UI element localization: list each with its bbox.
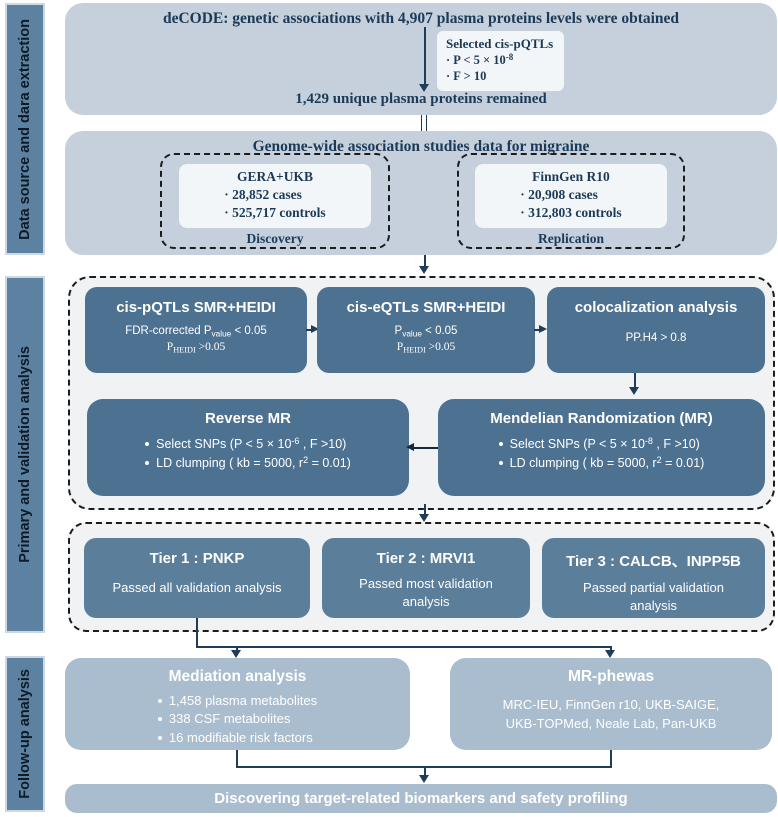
arrow-left-icon: [406, 443, 414, 451]
connector-line: [424, 27, 426, 85]
sidebar-section-data-source: Data source and dara extraction: [5, 3, 45, 255]
connector-line: [610, 750, 612, 767]
arrow-down-icon: [419, 775, 429, 783]
bullet-ld-clumping: LD clumping ( kb = 5000, r2 = 0.01): [498, 454, 704, 473]
box-title: Mendelian Randomization (MR): [490, 410, 713, 427]
arrow-down-icon: [419, 514, 429, 522]
arrow-down-icon: [419, 84, 429, 92]
box-title: Mediation analysis: [168, 668, 307, 685]
sidebar-section-primary-analysis: Primary and validation analysis: [5, 276, 45, 633]
tier-description: Passed most validation analysis: [359, 576, 493, 609]
bullet-dot: [157, 735, 162, 740]
pheidi-threshold: PHEIDI >0.05: [166, 341, 226, 355]
tier-title: Tier 3 : CALCB、INPP5B: [566, 553, 741, 570]
cohort-controls: · 312,803 controls: [520, 205, 622, 221]
cohort-controls: · 525,717 controls: [224, 205, 326, 221]
connector-line: [424, 504, 426, 516]
cohort-role-label: Replication: [538, 230, 604, 246]
bullet-csf-metabolites: 338 CSF metabolites: [157, 710, 317, 728]
tier2-box: Tier 2 : MRVI1 Passed most validation an…: [322, 538, 530, 618]
arrow-down-icon: [605, 650, 615, 658]
connector-line: [610, 646, 612, 651]
selected-cis-pqtls-note: Selected cis-pQTLs · P < 5 × 10-8 · F > …: [437, 31, 565, 91]
bullet-dot: [157, 699, 162, 703]
connector-line: [424, 766, 426, 776]
cis-eqtls-smr-heidi-box: cis-eQTLs SMR+HEIDI Pvalue < 0.05 PHEIDI…: [317, 287, 535, 373]
bullet-dot: [145, 442, 150, 447]
tier-description: Passed partial validation analysis: [583, 580, 724, 613]
tier1-box: Tier 1 : PNKP Passed all validation anal…: [84, 538, 310, 618]
phewas-sources-line2: UKB-TOPMed, Neale Lab, Pan-UKB: [505, 715, 717, 731]
phewas-sources-line1: MRC-IEU, FinnGen r10, UKB-SAIGE,: [502, 697, 720, 712]
colocalization-box: colocalization analysis PP.H4 > 0.8: [547, 287, 765, 373]
bullet-ld-clumping: LD clumping ( kb = 5000, r2 = 0.01): [145, 454, 351, 473]
replication-cohort-box: FinnGen R10 · 20,908 cases · 312,803 con…: [457, 153, 685, 249]
sidebar-label: Primary and validation analysis: [17, 346, 33, 563]
cohort-cases: · 28,852 cases: [224, 187, 302, 203]
connector-line: [534, 329, 541, 331]
connector-line: [236, 646, 238, 651]
bullet-plasma-metabolites: 1,458 plasma metabolites: [157, 692, 317, 710]
arrow-down-icon: [629, 387, 639, 395]
box-title: cis-pQTLs SMR+HEIDI: [116, 299, 276, 316]
pvalue-threshold: FDR-corrected Pvalue < 0.05: [125, 325, 267, 339]
bullet-dot: [145, 461, 150, 466]
proteins-remained-text: 1,429 unique plasma proteins remained: [295, 91, 547, 107]
connector-line: [196, 618, 198, 647]
connector-line: [424, 255, 426, 268]
pph4-threshold: PP.H4 > 0.8: [625, 332, 687, 344]
note-line-p-threshold: · P < 5 × 10-8: [446, 52, 514, 68]
cohort-name: FinnGen R10: [532, 169, 610, 184]
arrow-right-icon: [539, 325, 547, 333]
reverse-mr-box: Reverse MR Select SNPs (P < 5 × 10-6 , F…: [87, 399, 409, 496]
arrow-down-icon: [419, 266, 429, 274]
sidebar-label: Data source and dara extraction: [17, 18, 33, 240]
tier3-box: Tier 3 : CALCB、INPP5B Passed partial val…: [542, 538, 765, 618]
box-title: cis-eQTLs SMR+HEIDI: [346, 299, 506, 316]
discovery-cohort-card: GERA+UKB · 28,852 cases · 525,717 contro…: [179, 164, 371, 228]
box-title: colocalization analysis: [574, 299, 738, 316]
pvalue-threshold: Pvalue < 0.05: [394, 325, 458, 339]
cohort-role-label: Discovery: [246, 230, 304, 246]
conclusion-bar: Discovering target-related biomarkers an…: [65, 784, 777, 813]
box-title: Reverse MR: [205, 410, 291, 427]
cis-pqtls-smr-heidi-box: cis-pQTLs SMR+HEIDI FDR-corrected Pvalue…: [85, 287, 307, 373]
connector-line: [413, 447, 438, 449]
connector-line: [236, 750, 238, 767]
cohort-name: GERA+UKB: [237, 169, 313, 184]
connector-line: [306, 329, 313, 331]
bullet-dot: [498, 461, 503, 466]
mr-phewas-box: MR-phewas MRC-IEU, FinnGen r10, UKB-SAIG…: [450, 658, 772, 750]
bullet-dot: [157, 717, 162, 722]
cohort-cases: · 20,908 cases: [520, 187, 598, 203]
mendelian-randomization-box: Mendelian Randomization (MR) Select SNPs…: [438, 399, 765, 496]
arrow-down-icon: [231, 650, 241, 658]
connector-line: [196, 646, 611, 648]
bullet-select-snps: Select SNPs (P < 5 × 10-8 , F >10): [498, 435, 705, 454]
double-line-connector: [421, 115, 427, 131]
note-line-f-threshold: · F > 10: [446, 69, 487, 84]
gwas-title: Genome-wide association studies data for…: [252, 138, 590, 155]
tier-description: Passed all validation analysis: [112, 580, 282, 595]
decode-panel: deCODE: genetic associations with 4,907 …: [65, 3, 777, 115]
tier-title: Tier 1 : PNKP: [149, 550, 245, 567]
bullet-select-snps: Select SNPs (P < 5 × 10-6 , F >10): [145, 435, 351, 454]
decode-title: deCODE: genetic associations with 4,907 …: [162, 10, 680, 27]
discovery-cohort-box: GERA+UKB · 28,852 cases · 525,717 contro…: [160, 153, 390, 249]
sidebar-label: Follow-up analysis: [17, 669, 33, 799]
arrow-right-icon: [311, 325, 319, 333]
bullet-dot: [498, 442, 503, 447]
pheidi-threshold: PHEIDI >0.05: [396, 341, 456, 355]
replication-cohort-card: FinnGen R10 · 20,908 cases · 312,803 con…: [475, 164, 667, 228]
sidebar-section-followup: Follow-up analysis: [5, 656, 45, 812]
tier-title: Tier 2 : MRVI1: [376, 550, 476, 567]
bullet-risk-factors: 16 modifiable risk factors: [157, 729, 317, 747]
note-title: Selected cis-pQTLs: [446, 36, 554, 51]
mediation-analysis-box: Mediation analysis 1,458 plasma metaboli…: [65, 658, 410, 750]
box-title: MR-phewas: [567, 668, 655, 685]
connector-line: [634, 373, 636, 389]
